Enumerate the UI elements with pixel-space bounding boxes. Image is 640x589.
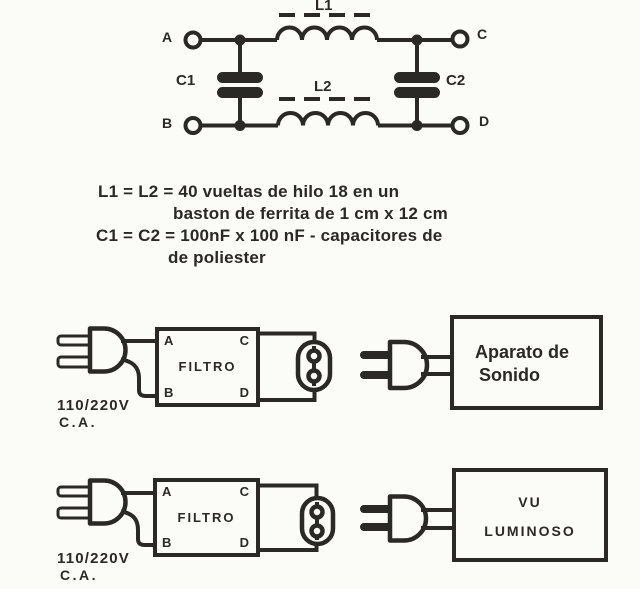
filter-corner-a: A (164, 333, 174, 348)
terminal-b-label: B (162, 115, 173, 131)
supply-voltage-row1: 110/220V (57, 397, 130, 414)
inductor-l1 (275, 25, 379, 41)
l2-label: L2 (314, 78, 332, 95)
terminal-a (183, 30, 203, 50)
junction-node (234, 34, 246, 46)
terminal-d (450, 116, 470, 135)
c1-label: C1 (176, 72, 196, 89)
cord-bottom (120, 357, 156, 398)
terminal-b (183, 116, 203, 135)
plug-prong (56, 485, 93, 498)
filter-corner-d: D (239, 385, 249, 400)
outlet-hole (306, 368, 322, 384)
sound-device-line1: Aparato de (475, 342, 570, 362)
supply-type-row1: C.A. (59, 414, 97, 430)
plug-prongs (360, 505, 395, 531)
outlet-hole (306, 348, 322, 364)
plug-prongs (360, 351, 395, 379)
filter-box-row2: A B C D FILTRO (153, 478, 260, 557)
filter-corner-a: A (162, 484, 172, 499)
plug-prong (56, 355, 93, 369)
plug-prong (56, 334, 93, 347)
outlet-row1 (258, 331, 333, 402)
sound-device-label: Aparato de Sonido (475, 341, 569, 387)
supply-type-row2: C.A. (60, 567, 98, 583)
vu-box-line1: VU (518, 494, 542, 510)
filter-corner-b: B (162, 535, 172, 550)
notes-line-2: baston de ferrita de 1 cm x 12 cm (173, 204, 448, 223)
filter-box-row1: A B C D FILTRO (155, 327, 260, 407)
cord (421, 355, 451, 376)
notes-line-1: L1 = L2 = 40 vueltas de hilo 18 en un (98, 182, 400, 201)
junction-node (234, 120, 246, 131)
plug-body (387, 494, 429, 543)
inductor-l2 (276, 111, 380, 126)
notes-line-3: C1 = C2 = 100nF x 100 nF - capacitores d… (96, 226, 443, 245)
outlet-wire-top (258, 483, 319, 500)
terminal-a-label: A (162, 29, 173, 45)
capacitor-c1 (217, 40, 263, 126)
cord (421, 508, 453, 530)
filter-corner-c: C (239, 484, 249, 499)
terminal-d-label: D (479, 113, 490, 129)
vu-box-line2: LUMINOSO (484, 523, 576, 539)
filter-title: FILTRO (178, 359, 237, 374)
filter-corner-c: C (239, 333, 249, 348)
plug-body (87, 478, 128, 526)
vu-plug-row2 (360, 494, 453, 543)
plug-body (87, 326, 128, 374)
c2-label: C2 (446, 72, 466, 89)
plug-prong (56, 506, 93, 520)
sound-device-box: Aparato de Sonido (450, 315, 603, 410)
outlet-hole (309, 504, 325, 520)
filter-schematic (183, 13, 470, 135)
sound-plug-row1 (360, 339, 451, 391)
l1-label: L1 (315, 0, 333, 14)
outlet-hole (309, 523, 325, 539)
terminal-c (450, 29, 470, 49)
capacitor-c2 (394, 40, 440, 126)
junction-node (411, 120, 423, 131)
outlet-wire-bottom (258, 543, 319, 552)
filter-title: FILTRO (177, 509, 236, 525)
sound-device-line2: Sonido (479, 365, 540, 385)
plug-body (387, 339, 430, 391)
ac-plug-row2 (56, 478, 154, 547)
notes-line-4: de poliester (168, 248, 266, 267)
junction-node (411, 34, 423, 46)
filter-corner-b: B (164, 385, 174, 400)
vu-luminoso-box: VU LUMINOSO (452, 468, 608, 562)
terminal-c-label: C (477, 26, 488, 42)
outlet-row2 (258, 483, 336, 552)
supply-voltage-row2: 110/220V (57, 550, 130, 567)
filter-corner-d: D (239, 535, 249, 550)
ac-plug-row1 (56, 326, 156, 398)
cord-bottom (120, 509, 154, 547)
